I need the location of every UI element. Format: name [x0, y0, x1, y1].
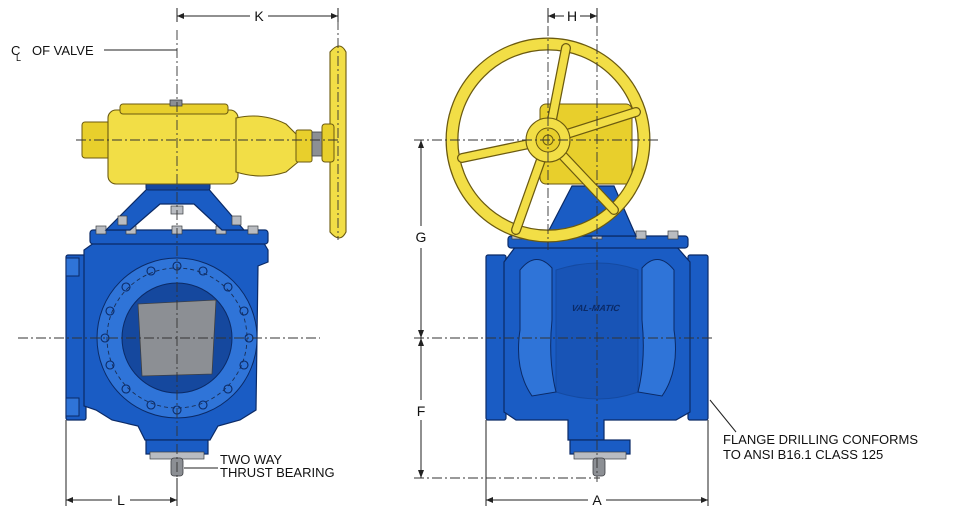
thrust-label-line1: TWO WAY — [220, 452, 282, 467]
front-logo: VAL-MATIC — [571, 303, 621, 313]
flange-label-line2: TO ANSI B16.1 CLASS 125 — [723, 447, 883, 462]
dimension-h: H — [547, 8, 598, 24]
dim-g-label: G — [416, 229, 427, 245]
side-gearbox — [81, 99, 313, 185]
dim-k-label: K — [254, 8, 264, 24]
dim-l-label: L — [117, 492, 125, 508]
front-bracket — [545, 185, 637, 237]
dimension-l: L — [65, 420, 178, 508]
front-right-flange — [687, 254, 709, 421]
centerline-symbol: C — [11, 43, 20, 58]
front-thrust-bearing — [569, 439, 631, 477]
thrust-label-line2: THRUST BEARING — [220, 465, 335, 480]
front-left-flange — [485, 254, 507, 421]
centerline-text: OF VALVE — [32, 43, 94, 58]
dimension-a: A — [485, 420, 709, 508]
centerline-callout: C L OF VALVE — [11, 43, 177, 63]
dimension-g: G — [416, 140, 427, 338]
dim-h-label: H — [567, 8, 577, 24]
centerline-sub: L — [16, 53, 21, 63]
side-handwheel — [311, 45, 347, 239]
dim-a-label: A — [592, 492, 602, 508]
front-view: VAL-MATIC — [414, 8, 712, 482]
flange-callout: FLANGE DRILLING CONFORMS TO ANSI B16.1 C… — [709, 399, 918, 462]
dimension-k: K — [176, 8, 339, 24]
dim-f-label: F — [417, 403, 426, 419]
thrust-bearing-callout: TWO WAY THRUST BEARING — [184, 452, 335, 480]
side-left-flange — [65, 254, 87, 421]
flange-label-line1: FLANGE DRILLING CONFORMS — [723, 432, 918, 447]
side-view — [18, 20, 347, 478]
dimension-f: F — [417, 338, 426, 478]
